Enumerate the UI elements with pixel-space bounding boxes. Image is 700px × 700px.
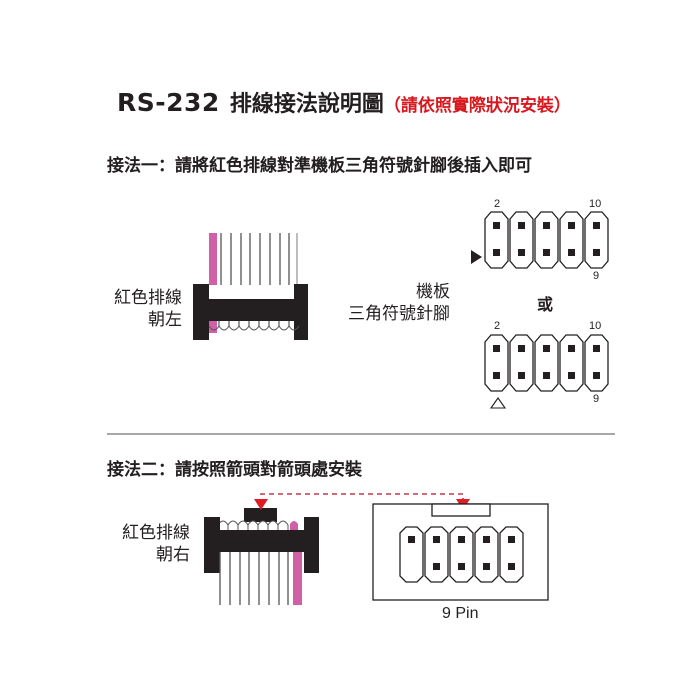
title-note: （請依照實際狀況安裝） bbox=[383, 96, 571, 116]
ribbon-wires-top bbox=[209, 233, 298, 285]
cable-label-line2: 朝右 bbox=[156, 545, 190, 565]
outline-triangle-marker-icon bbox=[489, 397, 507, 409]
section-divider bbox=[107, 433, 615, 435]
filled-triangle-marker-icon bbox=[471, 250, 482, 264]
method1-heading: 接法一：請將紅色排線對準機板三角符號針腳後插入即可 bbox=[107, 156, 532, 176]
header-b-pin-header bbox=[484, 334, 609, 392]
title-model: RS-232 bbox=[117, 88, 220, 117]
board-label-line1: 機板 bbox=[416, 282, 450, 302]
cable-label-line2: 朝左 bbox=[148, 310, 182, 330]
arrow-down-icon-cable bbox=[254, 499, 268, 510]
cable-label-line1: 紅色排線 bbox=[122, 523, 190, 543]
page-title: RS-232 排線接法說明圖（請依照實際狀況安裝） bbox=[117, 86, 571, 118]
cable-label-line1: 紅色排線 bbox=[114, 288, 182, 308]
board-triangle-pin-label: 機板 三角符號針腳 bbox=[330, 281, 450, 325]
header-a-pin2-label: 2 bbox=[494, 198, 501, 210]
or-text: 或 bbox=[537, 295, 554, 314]
nine-pin-caption: 9 Pin bbox=[442, 605, 479, 622]
dashed-alignment-line bbox=[260, 493, 464, 504]
header-a-pin9-label: 9 bbox=[593, 270, 600, 282]
board-label-line2: 三角符號針腳 bbox=[348, 304, 450, 324]
method1-cable-label: 紅色排線 朝左 bbox=[106, 287, 182, 331]
header-a-pin-header bbox=[484, 211, 609, 269]
header-b-pin2-label: 2 bbox=[494, 320, 501, 332]
method2-cable-label: 紅色排線 朝右 bbox=[114, 522, 190, 566]
title-main: 排線接法說明圖 bbox=[229, 92, 384, 117]
method2-heading: 接法二：請按照箭頭對箭頭處安裝 bbox=[107, 460, 362, 480]
nine-pin-header bbox=[399, 526, 524, 583]
header-a-pin10-label: 10 bbox=[589, 198, 602, 210]
header-b-pin10-label: 10 bbox=[589, 320, 602, 332]
header-b-pin9-label: 9 bbox=[593, 393, 600, 405]
